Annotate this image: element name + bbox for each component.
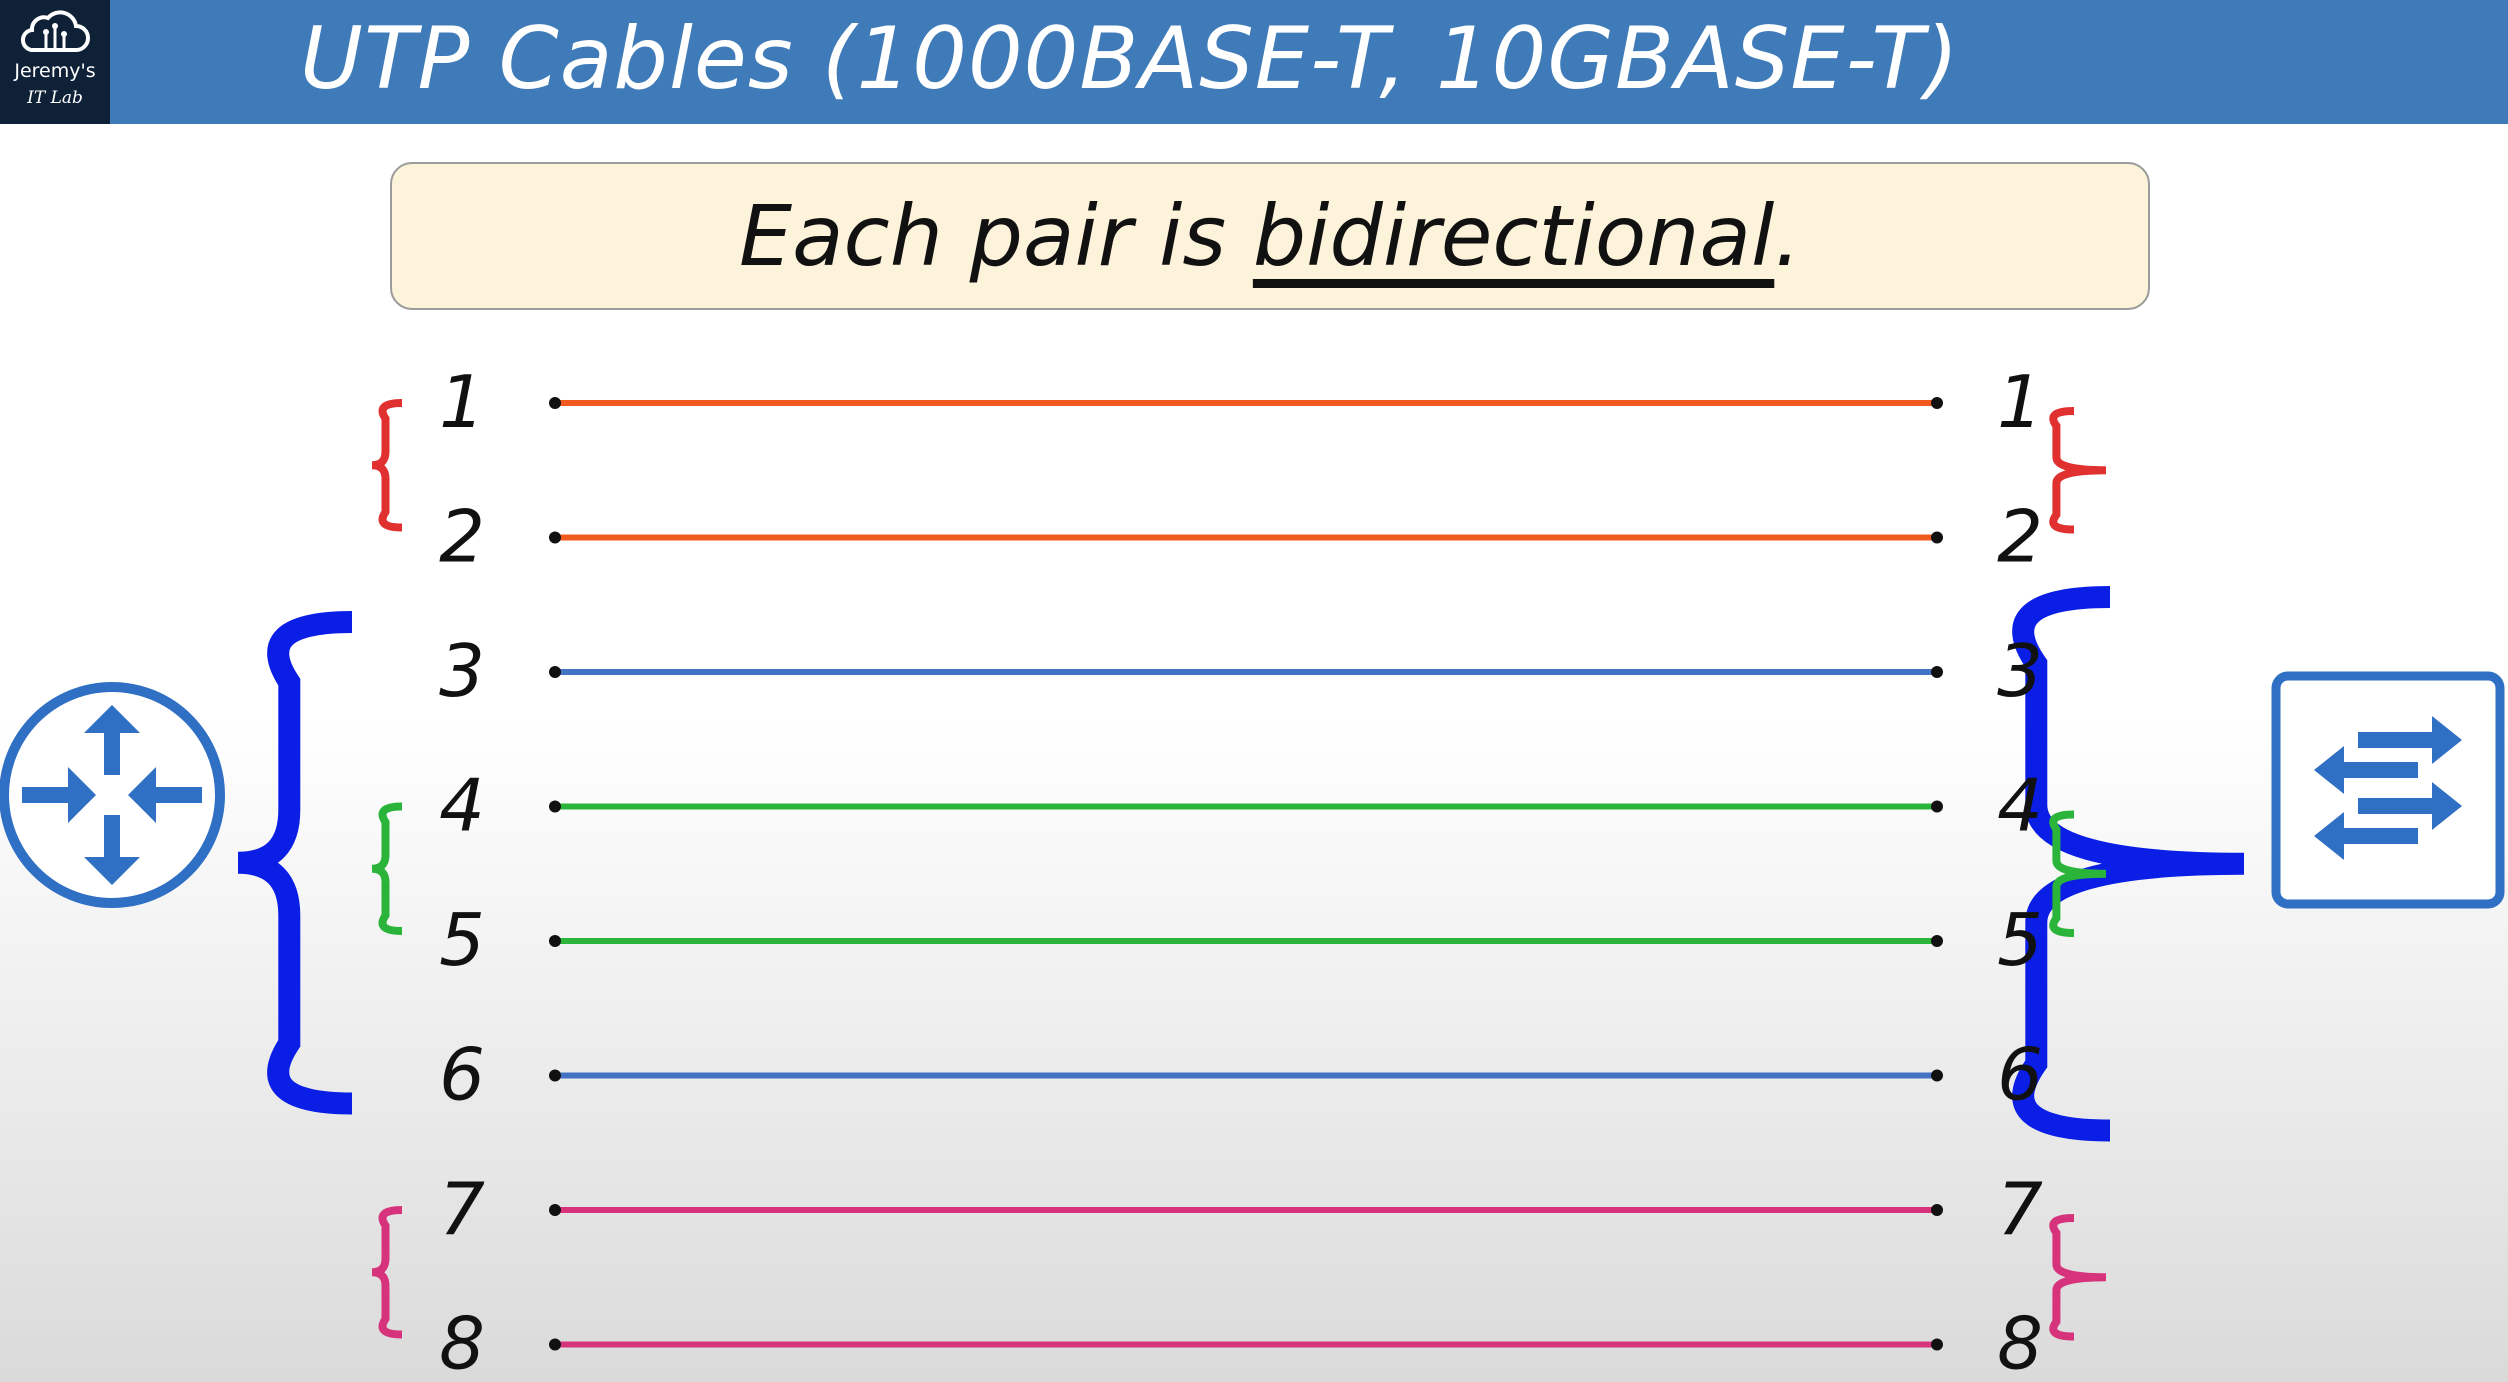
pin-labels-layer: 1 1 2 2 3 3 4 4 5 5 6 6 7 7 8 8 [439,360,2043,1382]
pin-label-left-3: 3 [439,629,485,713]
pin-label-right-2: 2 [1997,495,2043,579]
pin-label-right-7: 7 [1997,1167,2043,1251]
wire-endpoint-left-1 [549,397,561,409]
info-banner: Each pair is bidirectional. [390,162,2150,310]
page-title: UTP Cables (1000BASE-T, 10GBASE-T) [300,9,1960,109]
pin-label-left-8: 8 [439,1302,485,1382]
cloud-circuit-icon [21,10,90,53]
pin-label-left-5: 5 [439,898,485,982]
wire-endpoint-left-6 [549,1069,561,1082]
pair-brace-right-3-6 [2012,586,2245,1142]
wire-endpoint-right-5 [1931,935,1943,947]
wire-endpoint-left-7 [549,1204,561,1216]
switch-icon [2271,671,2505,909]
wire-endpoint-right-1 [1931,397,1943,409]
banner-text: Each pair is bidirectional. [392,164,2148,312]
logo-text-line1: Jeremy's [14,60,96,82]
pin-label-left-6: 6 [439,1033,485,1117]
wire-endpoint-right-4 [1931,800,1943,813]
wire-endpoint-left-3 [549,666,561,678]
pair-brace-left-3-6 [237,611,353,1115]
pin-label-right-3: 3 [1997,629,2043,713]
pin-label-right-8: 8 [1997,1302,2043,1382]
pair-brace-right-7-8 [2049,1214,2107,1341]
pair-braces-layer [237,399,2245,1341]
logo: Jeremy's IT Lab [0,0,110,124]
pair-brace-left-7-8 [371,1206,403,1339]
wire-endpoint-left-5 [549,935,561,947]
wire-endpoint-left-4 [549,800,561,813]
wire-endpoint-right-2 [1931,531,1943,544]
pin-label-left-7: 7 [439,1167,485,1251]
wires-layer [549,397,1943,1351]
wire-endpoint-right-3 [1931,666,1943,678]
banner-text-emphasis: bidirectional [1252,187,1775,285]
wire-endpoint-left-8 [549,1338,561,1351]
pair-brace-left-4-5 [371,802,403,935]
pin-label-left-4: 4 [439,764,485,848]
pin-label-left-2: 2 [439,495,485,579]
pair-brace-left-1-2 [371,399,403,532]
wire-endpoint-right-7 [1931,1204,1943,1216]
pin-label-right-1: 1 [1997,360,2043,444]
pin-label-right-4: 4 [1997,764,2043,848]
pin-label-right-6: 6 [1997,1033,2043,1117]
banner-text-before: Each pair is [739,187,1253,285]
header-bar: Jeremy's IT Lab UTP Cables (1000BASE-T, … [0,0,2508,124]
wire-endpoint-right-6 [1931,1069,1943,1082]
wire-endpoint-left-2 [549,531,561,544]
wire-endpoint-right-8 [1931,1338,1943,1351]
pin-label-left-1: 1 [439,360,485,444]
pin-label-right-5: 5 [1997,898,2043,982]
pair-brace-right-4-5 [2049,810,2107,937]
pair-brace-right-1-2 [2049,407,2107,534]
banner-text-after: . [1774,187,1801,285]
logo-text-line2: IT Lab [27,88,83,108]
router-icon [0,682,225,908]
